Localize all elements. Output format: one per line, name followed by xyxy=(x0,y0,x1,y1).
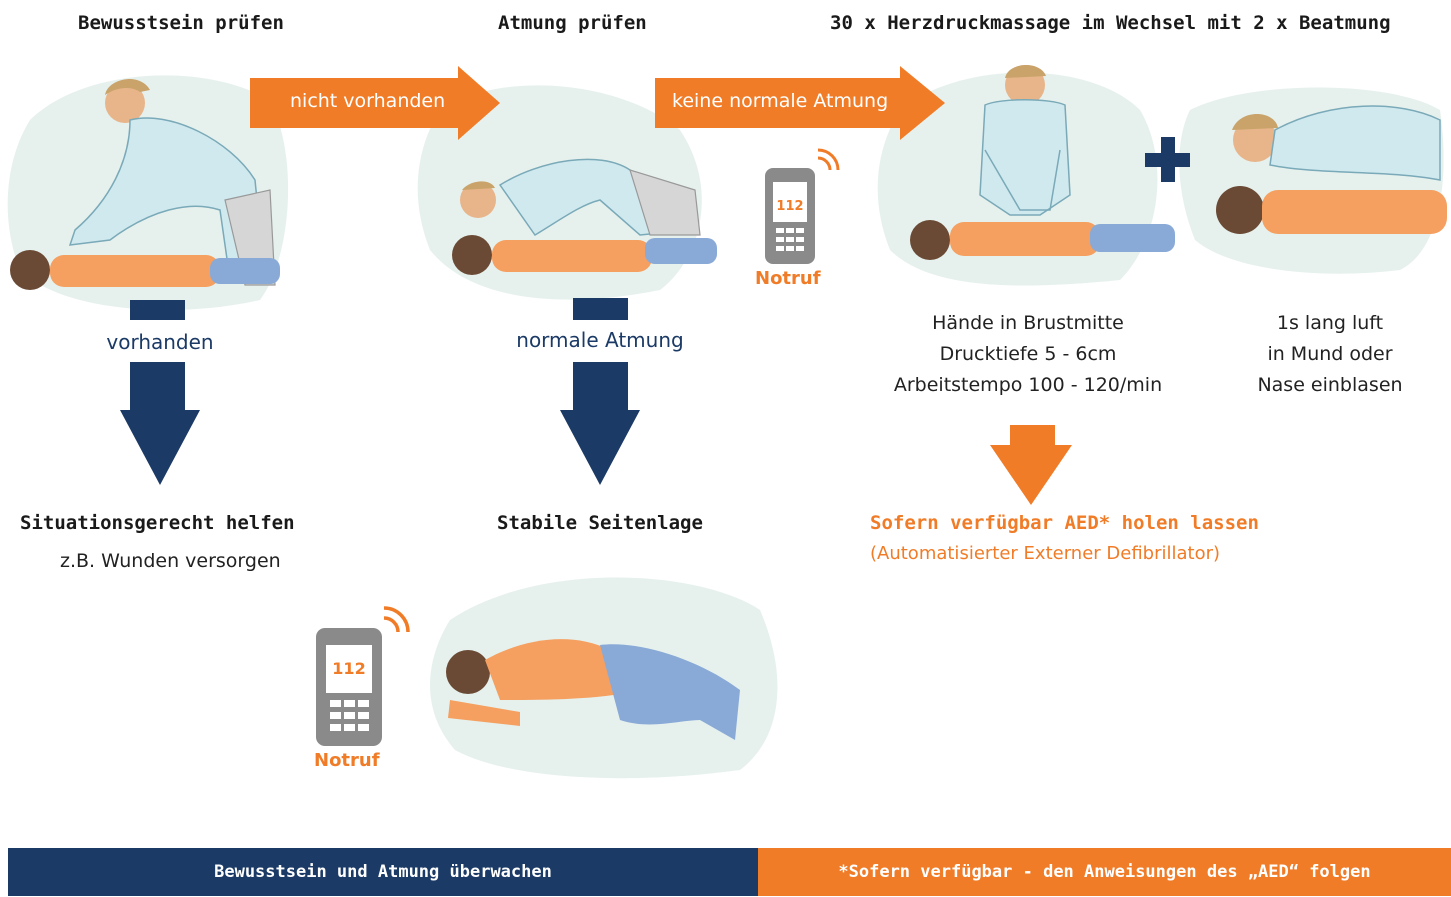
ventilation-line-3: Nase einblasen xyxy=(1257,374,1403,396)
rescuer-figure-2 xyxy=(460,158,701,237)
arrow-normal-breathing xyxy=(560,298,640,485)
compression-line-3: Arbeitstempo 100 - 120/min xyxy=(893,374,1163,396)
notruf-label-bottom: Notruf xyxy=(314,750,380,771)
notruf-label-top: Notruf xyxy=(755,268,821,289)
arrow-label-no-breathing: keine normale Atmung xyxy=(672,90,889,112)
aed-subtitle: (Automatisierter Externer Defibrillator) xyxy=(870,543,1221,564)
arrow-not-present xyxy=(250,66,500,140)
label-normal-breathing: normale Atmung xyxy=(516,328,684,352)
footer-aed-note: *Sofern verfügbar - den Anweisungen des … xyxy=(758,848,1451,896)
ventilation-instructions: 1s lang luft in Mund oder Nase einblasen xyxy=(1240,308,1420,401)
outcome-help-title: Situationsgerecht helfen xyxy=(20,512,295,534)
footer-monitor: Bewusstsein und Atmung überwachen xyxy=(8,848,758,896)
compression-instructions: Hände in Brustmitte Drucktiefe 5 - 6cm A… xyxy=(860,308,1196,401)
arrow-present xyxy=(120,300,200,485)
phone-icon-bottom xyxy=(316,606,410,746)
arrow-aed xyxy=(990,425,1072,505)
recovery-position-figure xyxy=(446,639,740,740)
ventilation-line-1: 1s lang luft xyxy=(1276,312,1384,334)
patient-figure-2 xyxy=(452,235,717,275)
patient-figure-1 xyxy=(10,250,280,290)
plus-icon xyxy=(1145,137,1190,182)
outcome-help-subtitle: z.B. Wunden versorgen xyxy=(60,550,281,572)
rescuer-figure-4 xyxy=(1232,105,1441,181)
phone-number-top: 112 xyxy=(776,199,804,214)
label-present: vorhanden xyxy=(106,330,214,354)
footer-aed-note-text: *Sofern verfügbar - den Anweisungen des … xyxy=(838,862,1371,882)
compression-line-1: Hände in Brustmitte xyxy=(932,312,1124,334)
footer-monitor-text: Bewusstsein und Atmung überwachen xyxy=(214,862,552,882)
heading-cpr: 30 x Herzdruckmassage im Wechsel mit 2 x… xyxy=(830,12,1391,34)
ventilation-line-2: in Mund oder xyxy=(1267,343,1393,365)
rescuer-figure-1 xyxy=(68,79,276,286)
heading-breathing: Atmung prüfen xyxy=(498,12,647,34)
patient-figure-4 xyxy=(1216,186,1447,234)
aed-title: Sofern verfügbar AED* holen lassen xyxy=(870,512,1259,534)
phone-number-bottom: 112 xyxy=(332,659,366,678)
arrow-label-not-present: nicht vorhanden xyxy=(290,90,446,112)
arrow-no-breathing xyxy=(655,66,945,140)
compression-line-2: Drucktiefe 5 - 6cm xyxy=(939,343,1117,365)
rescuer-figure-3 xyxy=(979,64,1071,216)
heading-consciousness: Bewusstsein prüfen xyxy=(78,12,284,34)
patient-figure-3 xyxy=(910,220,1175,260)
phone-icon-top xyxy=(765,148,840,264)
outcome-recovery-title: Stabile Seitenlage xyxy=(497,512,703,534)
